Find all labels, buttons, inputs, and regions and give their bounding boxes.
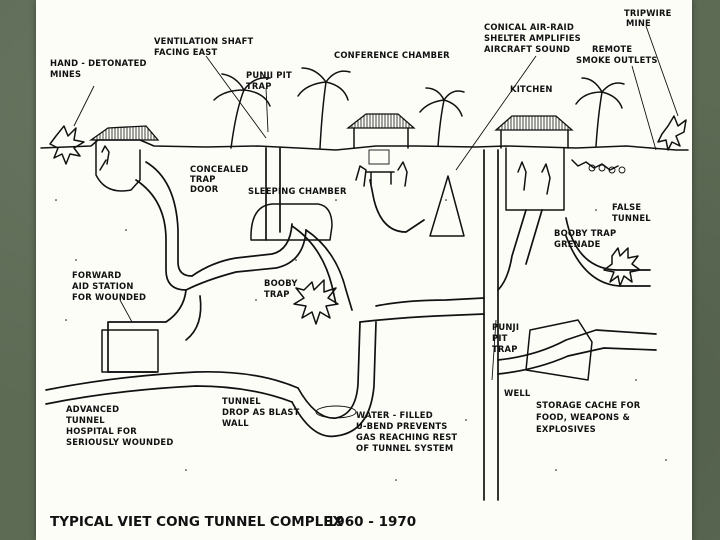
label-conference: CONFERENCE CHAMBER [334, 50, 450, 60]
label-sleeping: SLEEPING CHAMBER [248, 186, 347, 196]
booby-trap-explosion [293, 279, 339, 325]
conference-hut [346, 113, 416, 187]
caption-title: TYPICAL VIET CONG TUNNEL COMPLEX [50, 514, 343, 530]
label-well: WELL [504, 388, 531, 398]
leader-lines [73, 25, 679, 381]
hand-detonated-mines [49, 125, 85, 165]
tunnel-network [45, 147, 657, 501]
palm-trees [213, 67, 625, 149]
diagram-caption: TYPICAL VIET CONG TUNNEL COMPLEX 1960 - … [50, 514, 416, 530]
svg-text:KITCHEN: KITCHEN [510, 84, 553, 94]
kitchen-hut [494, 115, 626, 211]
label-kitchen: KITCHEN [510, 84, 553, 94]
ground-surface [40, 139, 689, 151]
svg-text:WELL: WELL [504, 388, 531, 398]
soil-speckle [55, 199, 667, 481]
grenade-explosion [603, 247, 641, 287]
caption-years: 1960 - 1970 [326, 514, 416, 530]
svg-text:CONFERENCE CHAMBER: CONFERENCE CHAMBER [334, 50, 450, 60]
tripwire-mine [657, 115, 687, 151]
left-hut [88, 125, 160, 192]
svg-text:SLEEPING CHAMBER: SLEEPING CHAMBER [248, 186, 347, 196]
